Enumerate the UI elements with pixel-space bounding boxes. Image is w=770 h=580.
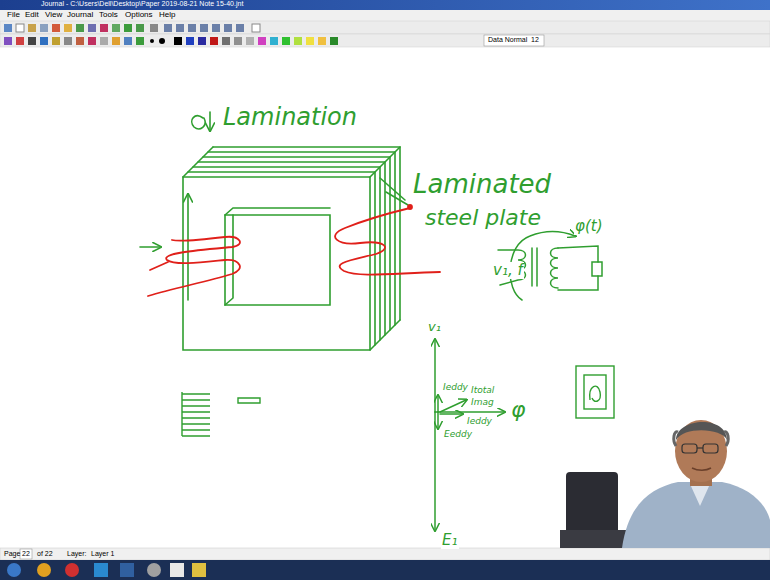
lecturer-photo bbox=[560, 420, 770, 548]
taskbar-icons bbox=[7, 563, 206, 577]
flux-label: φ(t) bbox=[574, 218, 603, 235]
pen-toolbar bbox=[0, 34, 770, 47]
page-number: 22 bbox=[21, 550, 31, 558]
core-cross-section bbox=[576, 366, 614, 418]
phasor-label: Imag bbox=[470, 398, 495, 408]
status-text: Layer 1 bbox=[90, 550, 115, 558]
menu-bar bbox=[0, 10, 770, 21]
title-bar bbox=[0, 0, 770, 10]
handwritten-label: Laminated bbox=[412, 170, 552, 199]
phasor-label: φ bbox=[510, 398, 527, 422]
handwritten-label: Lamination bbox=[222, 104, 358, 130]
lamination-stack bbox=[182, 392, 260, 436]
status-text: Layer: bbox=[66, 550, 87, 558]
phasor-label: v₁ bbox=[427, 320, 442, 334]
status-text: of 22 bbox=[36, 550, 54, 558]
phasor-label: Ieddy bbox=[466, 417, 493, 427]
phasor-label: E₁ bbox=[441, 532, 459, 549]
font-box: Data Normal bbox=[487, 36, 528, 44]
page-box bbox=[20, 549, 32, 559]
toolbar bbox=[0, 21, 770, 34]
phasor-diagram bbox=[435, 340, 504, 530]
taskbar bbox=[0, 560, 770, 580]
status-text: Page bbox=[3, 550, 21, 558]
laminated-core bbox=[140, 112, 408, 350]
menu-item: Journal bbox=[66, 11, 94, 20]
window-title: Journal - C:\Users\Dell\Desktop\Paper 20… bbox=[40, 0, 244, 8]
menu-item: Edit bbox=[24, 11, 40, 20]
menu-item: Options bbox=[124, 11, 154, 20]
menu-item: View bbox=[44, 11, 63, 20]
voltage-label: v₁, f bbox=[492, 262, 524, 279]
phasor-label: Itotal bbox=[470, 386, 495, 396]
status-bar bbox=[0, 548, 770, 560]
toolbar-icons bbox=[4, 24, 544, 46]
menu-item: File bbox=[6, 11, 21, 20]
phasor-label: Ieddy bbox=[442, 383, 469, 393]
menu-item: Tools bbox=[98, 11, 119, 20]
menu-item: Help bbox=[158, 11, 176, 20]
phasor-label: Eeddy bbox=[443, 430, 473, 440]
coil bbox=[148, 205, 440, 296]
font-size: 12 bbox=[530, 36, 540, 44]
handwritten-label: steel plate bbox=[424, 206, 542, 230]
